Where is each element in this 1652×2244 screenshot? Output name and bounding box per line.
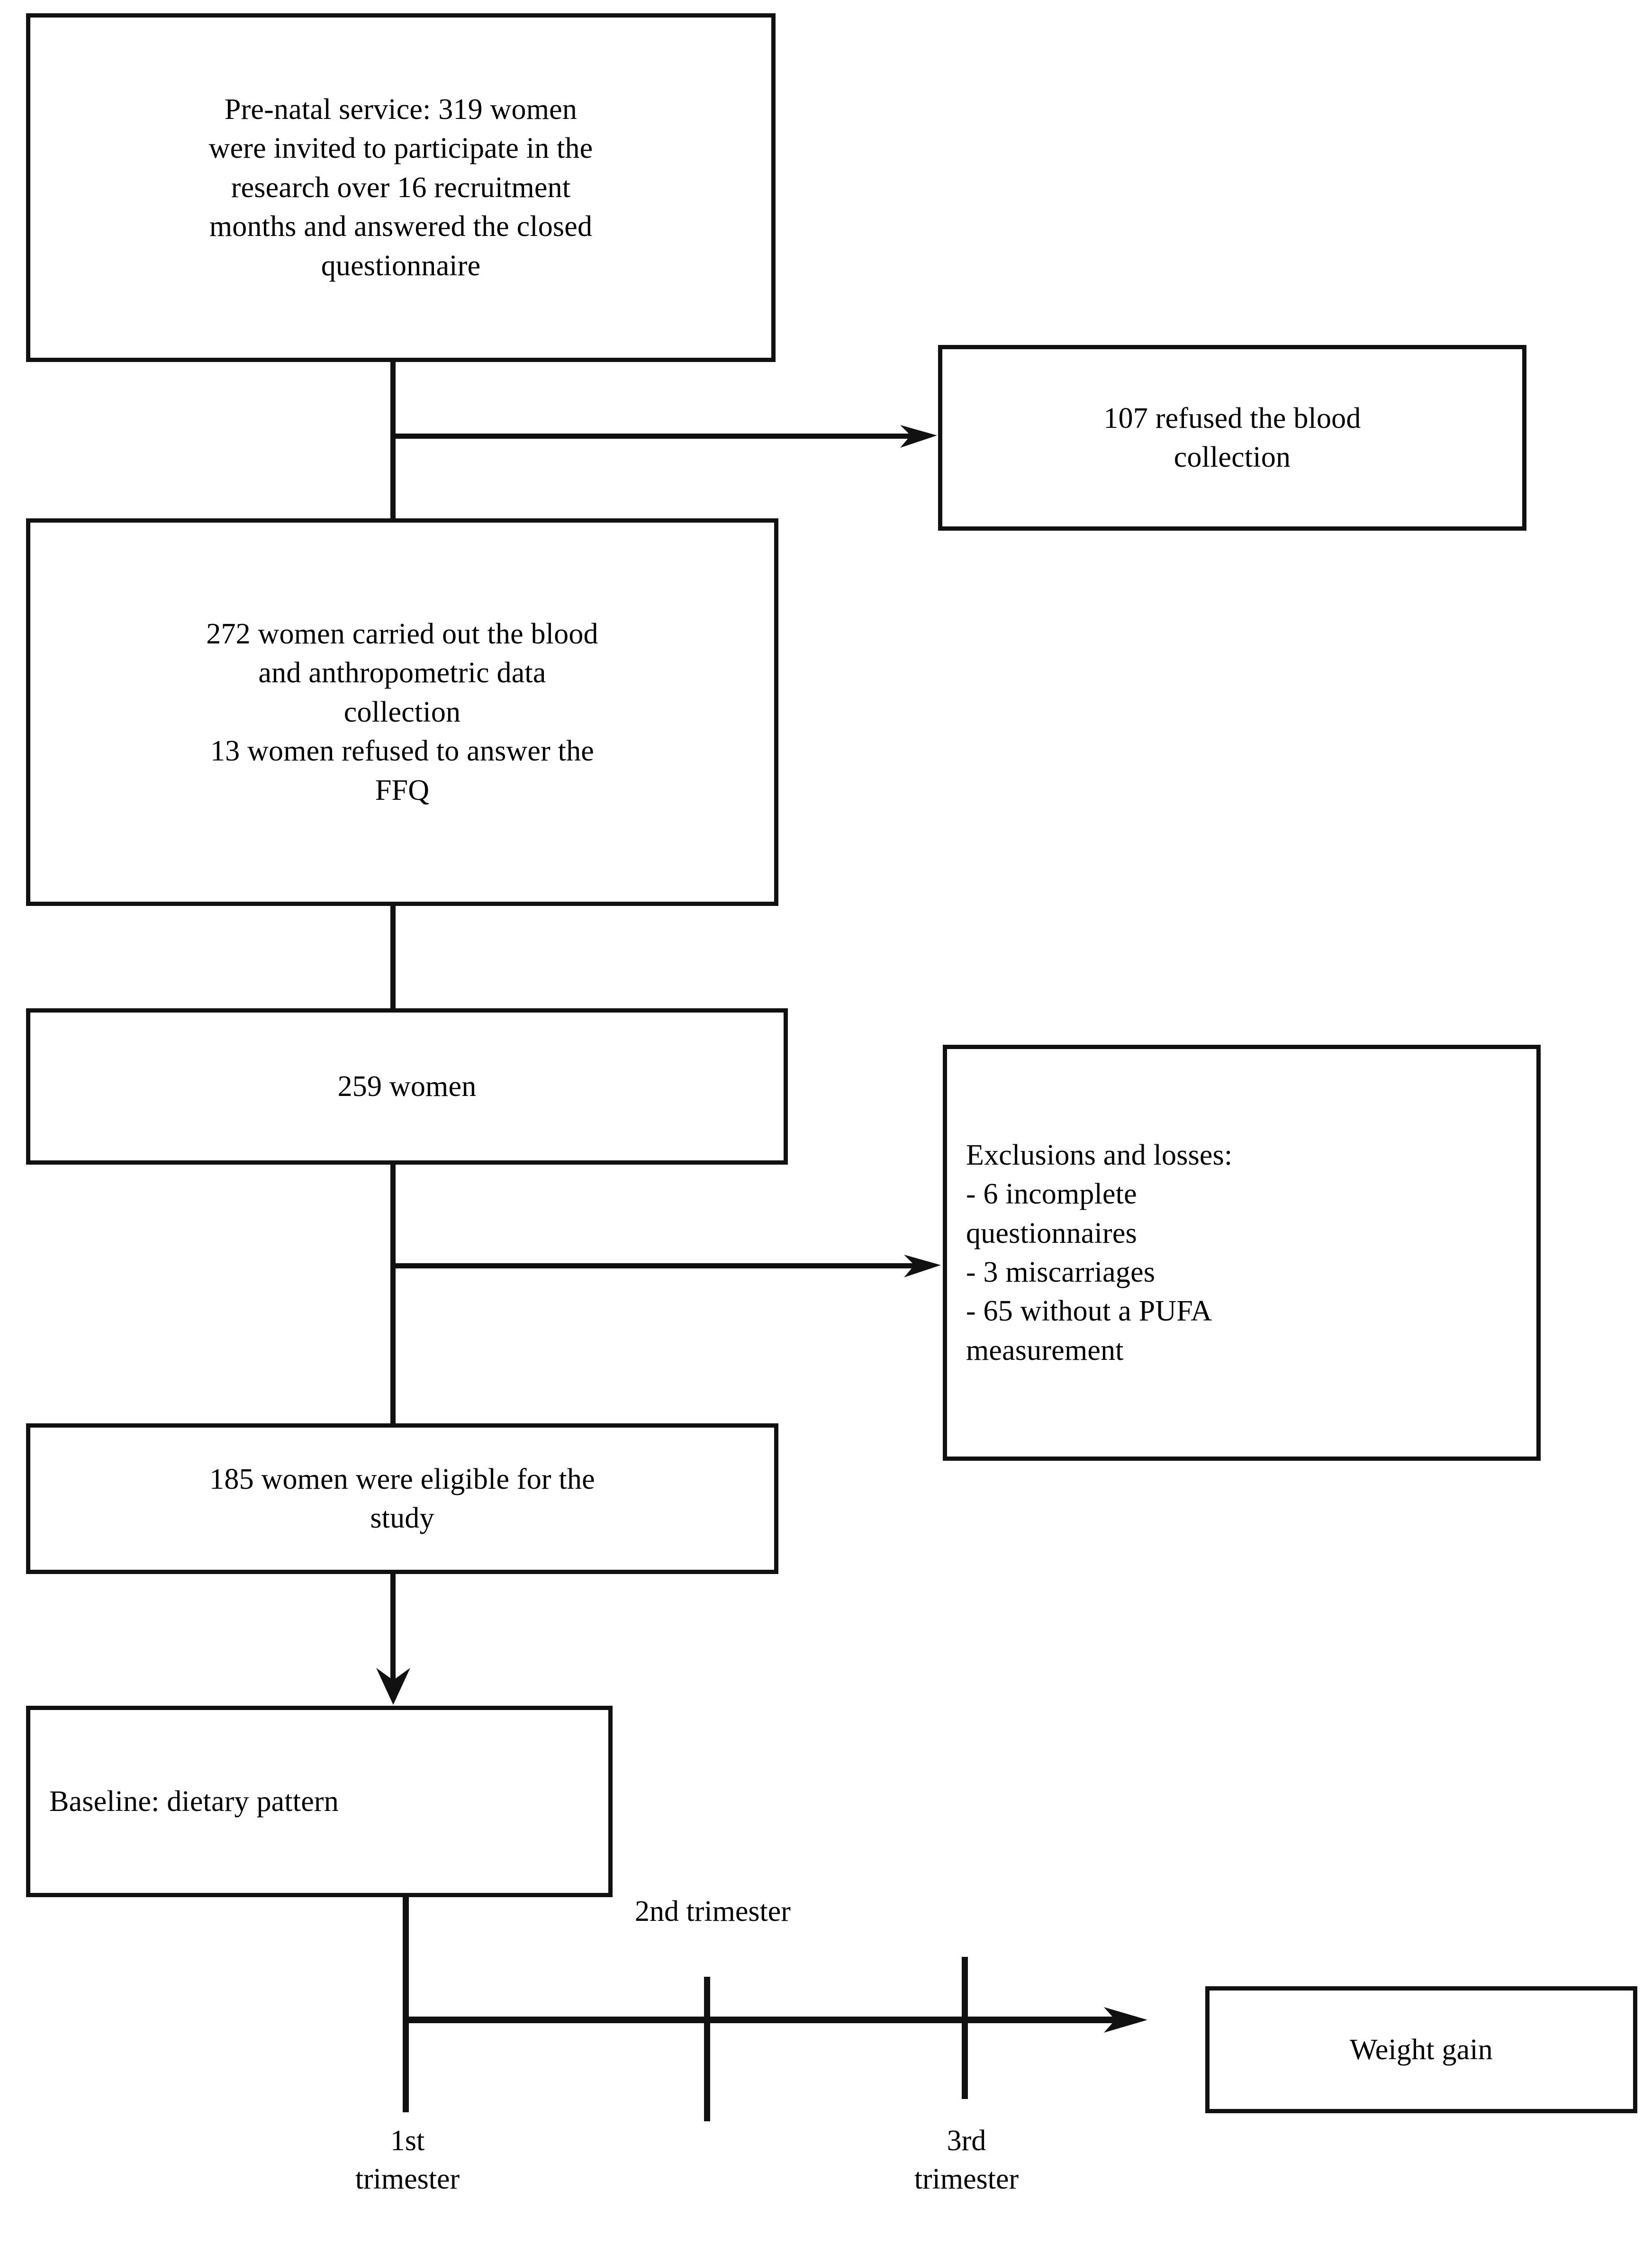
box-refused-blood-collection[interactable]: 107 refused the blood collection <box>938 345 1526 531</box>
box-blood-anthropometric-collection[interactable]: 272 women carried out the blood and anth… <box>26 518 778 906</box>
box-women-259-label: 259 women <box>337 1070 477 1103</box>
box-prenatal-service-label: Pre-natal service: 319 women were invite… <box>208 93 593 282</box>
box-eligible-185[interactable]: 185 women were eligible for the study <box>26 1423 778 1574</box>
box-refused-blood-collection-label: 107 refused the blood collection <box>1103 402 1361 473</box>
timeline-label-trimester-3: 3rd trimester <box>914 2125 1019 2195</box>
timeline-tick-trimester-1 <box>403 1894 409 2112</box>
box-exclusions-and-losses-label: Exclusions and losses: - 6 incomplete qu… <box>966 1139 1233 1366</box>
box-women-259[interactable]: 259 women <box>26 1008 788 1165</box>
arrowhead-to-weight-gain-box <box>1104 2007 1147 2033</box>
timeline-tick-trimester-3 <box>962 1957 968 2099</box>
box-prenatal-service[interactable]: Pre-natal service: 319 women were invite… <box>26 13 776 362</box>
connector-prenatal-to-collection <box>390 356 396 523</box>
arrowhead-to-exclusions-box <box>904 1255 941 1277</box>
box-baseline-dietary-pattern[interactable]: Baseline: dietary pattern <box>26 1706 613 1897</box>
box-weight-gain[interactable]: Weight gain <box>1205 1986 1637 2113</box>
arrowhead-to-baseline-box <box>376 1668 410 1705</box>
arrowhead-to-refused-box <box>900 425 937 448</box>
box-eligible-185-label: 185 women were eligible for the study <box>209 1463 595 1534</box>
connector-185-to-baseline <box>390 1569 396 1687</box>
box-exclusions-and-losses[interactable]: Exclusions and losses: - 6 incomplete qu… <box>943 1045 1541 1461</box>
box-baseline-dietary-pattern-label: Baseline: dietary pattern <box>49 1785 339 1818</box>
timeline-axis <box>404 2017 1137 2023</box>
timeline-tick-trimester-2 <box>704 1977 710 2121</box>
box-blood-anthropometric-collection-label: 272 women carried out the blood and anth… <box>206 617 598 806</box>
timeline-label-trimester-1: 1st trimester <box>355 2125 460 2195</box>
branch-line-to-exclusions-box <box>390 1263 916 1268</box>
connector-259-to-185 <box>390 1162 396 1428</box>
box-weight-gain-label: Weight gain <box>1350 2033 1493 2066</box>
connector-collection-to-259 <box>390 900 396 1014</box>
branch-line-to-refused-box <box>390 434 912 439</box>
timeline-label-trimester-2: 2nd trimester <box>635 1895 791 1927</box>
